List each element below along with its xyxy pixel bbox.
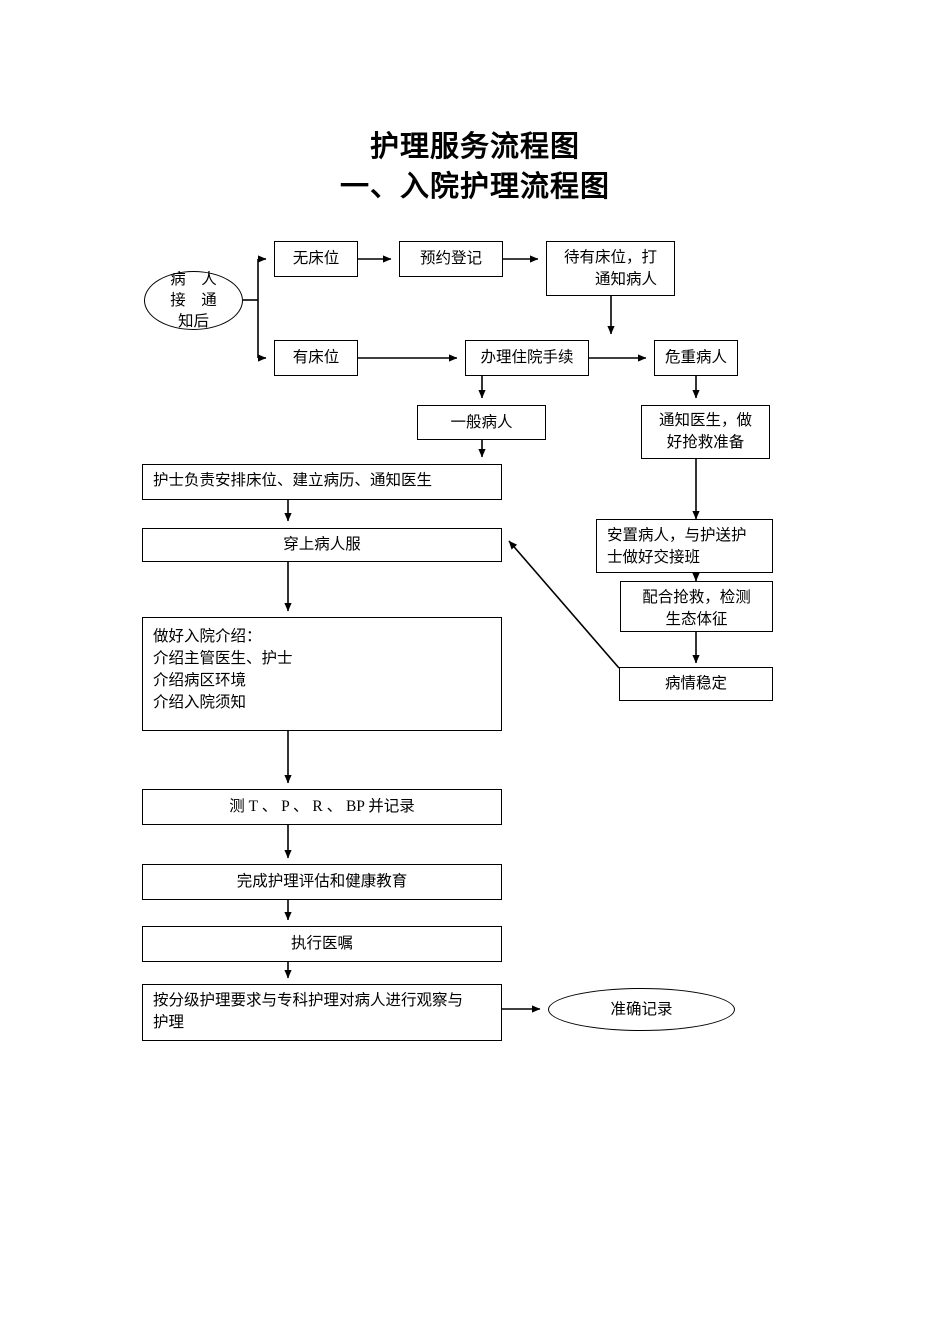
node-execute-orders[interactable]: 执行医嘱 — [142, 926, 502, 962]
node-accurate-record-label: 准确记录 — [610, 1001, 673, 1018]
node-appointment[interactable]: 预约登记 — [399, 241, 503, 277]
node-admission-intro[interactable]: 做好入院介绍： 介绍主管医生、护士 介绍病区环境 介绍入院须知 — [142, 617, 502, 731]
node-critical-patient-label: 危重病人 — [664, 349, 727, 366]
node-condition-stable-label: 病情稳定 — [664, 675, 727, 692]
node-accurate-record[interactable]: 准确记录 — [548, 988, 735, 1031]
node-admission[interactable]: 办理住院手续 — [465, 340, 589, 376]
node-critical-patient[interactable]: 危重病人 — [654, 340, 738, 376]
page-title: 护理服务流程图 一、入院护理流程图 — [0, 128, 950, 208]
node-has-bed[interactable]: 有床位 — [274, 340, 358, 376]
node-has-bed-label: 有床位 — [292, 349, 340, 366]
node-wait-bed[interactable]: 待有床位，打 通知病人 — [546, 241, 675, 296]
node-appointment-label: 预约登记 — [419, 250, 482, 267]
node-start[interactable]: 病 人 接 通 知后 — [144, 271, 243, 330]
node-assessment[interactable]: 完成护理评估和健康教育 — [142, 864, 502, 900]
node-notify-doctor[interactable]: 通知医生，做 好抢救准备 — [641, 405, 770, 459]
title-main: 护理服务流程图 — [369, 131, 580, 163]
node-wear-gown[interactable]: 穿上病人服 — [142, 528, 502, 562]
node-cooperate-rescue[interactable]: 配合抢救，检测 生态体征 — [620, 581, 773, 632]
node-admission-intro-label: 做好入院介绍： 介绍主管医生、护士 介绍病区环境 介绍入院须知 — [153, 628, 293, 711]
node-general-patient[interactable]: 一般病人 — [417, 405, 546, 440]
node-no-bed[interactable]: 无床位 — [274, 241, 358, 277]
node-execute-orders-label: 执行医嘱 — [290, 935, 353, 952]
node-assessment-label: 完成护理评估和健康教育 — [236, 873, 408, 890]
node-wear-gown-label: 穿上病人服 — [283, 536, 361, 553]
node-admission-label: 办理住院手续 — [480, 349, 574, 366]
node-notify-doctor-label: 通知医生，做 好抢救准备 — [658, 412, 752, 451]
node-cooperate-rescue-label: 配合抢救，检测 生态体征 — [642, 589, 751, 628]
node-condition-stable[interactable]: 病情稳定 — [619, 667, 773, 701]
node-nurse-arrange[interactable]: 护士负责安排床位、建立病历、通知医生 — [142, 464, 502, 500]
node-nurse-arrange-label: 护士负责安排床位、建立病历、通知医生 — [153, 472, 433, 489]
node-general-patient-label: 一般病人 — [450, 413, 513, 431]
node-start-label: 病 人 接 通 知后 — [170, 271, 217, 330]
title-sub: 一、入院护理流程图 — [339, 171, 610, 203]
node-place-patient-label: 安置病人，与护送护 士做好交接班 — [607, 527, 747, 566]
node-wait-bed-label: 待有床位，打 通知病人 — [563, 249, 657, 288]
node-vitals[interactable]: 测 T 、 P 、 R 、 BP 并记录 — [142, 789, 502, 825]
node-vitals-label: 测 T 、 P 、 R 、 BP 并记录 — [229, 798, 415, 815]
node-observe-care-label: 按分级护理要求与专科护理对病人进行观察与 护理 — [153, 992, 464, 1031]
node-no-bed-label: 无床位 — [292, 250, 340, 267]
node-place-patient[interactable]: 安置病人，与护送护 士做好交接班 — [596, 519, 773, 573]
node-observe-care[interactable]: 按分级护理要求与专科护理对病人进行观察与 护理 — [142, 984, 502, 1041]
